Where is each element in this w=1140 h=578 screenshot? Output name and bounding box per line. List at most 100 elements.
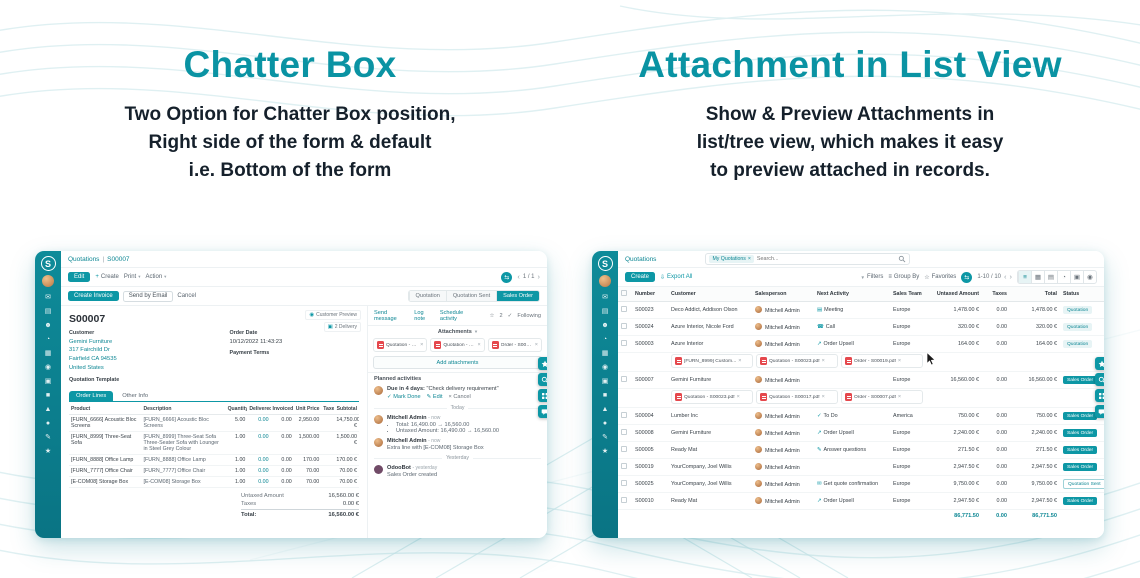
- status-pill[interactable]: Quotation: [408, 291, 446, 301]
- customer-preview-button[interactable]: ◉ Customer Preview: [305, 310, 361, 320]
- export-all-button[interactable]: ⇩ Export All: [660, 274, 693, 281]
- breadcrumb[interactable]: Quotations: [625, 255, 657, 263]
- sidebar-app-icon[interactable]: ✉: [45, 294, 51, 301]
- next-activity-cell[interactable]: ✉Get quote confirmation: [814, 475, 890, 493]
- search-facet[interactable]: My Quotations ×: [709, 255, 754, 263]
- customer-name-link[interactable]: Gemini Furniture: [69, 338, 113, 345]
- notebook-tab[interactable]: Other Info: [122, 393, 149, 400]
- row-checkbox[interactable]: [621, 463, 627, 469]
- col-untaxed[interactable]: Untaxed Amount: [932, 287, 982, 302]
- attachment-chip[interactable]: Order - S00007.pdf ×: [841, 390, 923, 404]
- pager-prev-icon[interactable]: ‹: [517, 272, 520, 282]
- search-bar[interactable]: My Quotations ×: [705, 253, 911, 265]
- order-line-row[interactable]: [FURN_8888] Office Lamp [FURN_8888] Offi…: [69, 454, 359, 467]
- group-by-menu[interactable]: ≡ Group By: [888, 274, 920, 280]
- order-line-row[interactable]: [FURN_8999] Three-Seat Sofa [FURN_8999] …: [69, 431, 359, 456]
- attachments-header[interactable]: Attachments ▾: [437, 329, 478, 335]
- quotation-row[interactable]: S00010 Ready Mat Mitchell Admin ↗Order U…: [618, 492, 1104, 510]
- next-activity-cell[interactable]: ↗Order Upsell: [814, 424, 890, 442]
- chatter-position-toggle-button[interactable]: ⇆: [501, 271, 513, 283]
- user-avatar[interactable]: [599, 275, 611, 287]
- col-unit-price[interactable]: Unit Price: [293, 404, 322, 416]
- next-activity-cell[interactable]: ↗Order Upsell: [814, 335, 890, 353]
- float-star-button[interactable]: [1095, 357, 1104, 370]
- delivery-smart-button[interactable]: ▣ 2 Delivery: [323, 322, 361, 332]
- favorites-menu[interactable]: ☆ Favorites: [924, 274, 957, 281]
- row-checkbox[interactable]: [621, 412, 627, 418]
- col-subtotal[interactable]: Subtotal: [334, 404, 359, 416]
- sidebar-app-icon[interactable]: ▣: [601, 378, 609, 385]
- order-date-value[interactable]: 10/12/2022 11:43:23: [229, 338, 283, 345]
- quotation-row[interactable]: S00003 Azure Interior Mitchell Admin ↗Or…: [618, 335, 1104, 353]
- attachment-chip[interactable]: Quotation - S00017.pdf ×: [430, 338, 485, 352]
- sidebar-app-icon[interactable]: ■: [45, 392, 51, 399]
- sidebar-app-icon[interactable]: ✎: [602, 434, 608, 441]
- send-by-email-button[interactable]: Send by Email: [122, 290, 174, 302]
- select-all-checkbox[interactable]: [621, 290, 627, 296]
- col-next-activity[interactable]: Next Activity: [814, 287, 890, 302]
- notebook-tab[interactable]: Order Lines: [69, 391, 114, 402]
- sidebar-app-icon[interactable]: ◉: [601, 364, 609, 371]
- sidebar-app-icon[interactable]: ●: [602, 420, 608, 427]
- followers-star-icon[interactable]: ☆: [489, 313, 495, 319]
- next-activity-cell[interactable]: [814, 371, 890, 389]
- action-menu[interactable]: Action ▾: [145, 274, 167, 280]
- row-checkbox[interactable]: [621, 480, 627, 486]
- sidebar-app-icon[interactable]: ◔: [602, 336, 608, 343]
- float-apps-button[interactable]: [1095, 389, 1104, 402]
- create-button[interactable]: Create: [625, 272, 656, 282]
- sidebar-app-icon[interactable]: ●: [45, 420, 51, 427]
- quotation-row[interactable]: S00025 YourCompany, Joel Willis Mitchell…: [618, 475, 1104, 493]
- col-total[interactable]: Total: [1010, 287, 1060, 302]
- attachment-chip[interactable]: Quotation - S00017.pdf ×: [756, 390, 838, 404]
- order-line-row[interactable]: [FURN_7777] Office Chair [FURN_7777] Off…: [69, 465, 359, 478]
- remove-attachment-icon[interactable]: ×: [821, 394, 825, 400]
- brand-logo[interactable]: S: [40, 256, 56, 271]
- quotation-row[interactable]: S00004 Lumber Inc Mitchell Admin ✓To Do …: [618, 407, 1104, 425]
- chatter-position-toggle-button[interactable]: ⇆: [961, 271, 973, 283]
- remove-attachment-icon[interactable]: ×: [420, 342, 424, 348]
- view-switch-button[interactable]: ▣: [1070, 271, 1083, 283]
- row-checkbox[interactable]: [621, 446, 627, 452]
- edit-activity-button[interactable]: ✎ Edit: [426, 394, 443, 400]
- order-line-row[interactable]: [E-COM08] Storage Box [E-COM08] Storage …: [69, 476, 359, 489]
- message-author[interactable]: Mitchell Admin: [387, 438, 427, 444]
- breadcrumb[interactable]: Quotations: [68, 255, 100, 263]
- remove-facet-icon[interactable]: ×: [747, 256, 751, 262]
- cancel-activity-button[interactable]: × Cancel: [448, 394, 471, 400]
- sidebar-app-icon[interactable]: ★: [601, 448, 609, 455]
- add-attachments-button[interactable]: Add attachments: [373, 356, 542, 369]
- sidebar-app-icon[interactable]: ▲: [601, 406, 609, 413]
- next-activity-cell[interactable]: ↗Order Upsell: [814, 492, 890, 510]
- next-activity-cell[interactable]: ✎Answer questions: [814, 441, 890, 459]
- filters-menu[interactable]: ▼ Filters: [860, 274, 884, 280]
- col-salesperson[interactable]: Salesperson: [752, 287, 814, 302]
- attachment-chip[interactable]: [FURN_8999] Custom... ×: [671, 354, 753, 368]
- sidebar-app-icon[interactable]: ◔: [45, 336, 51, 343]
- activity-summary[interactable]: "Check delivery requirement": [426, 386, 499, 392]
- col-sales-team[interactable]: Sales Team: [890, 287, 932, 302]
- sidebar-app-icon[interactable]: ▦: [44, 350, 52, 357]
- quotation-row[interactable]: S00008 Gemini Furniture Mitchell Admin ↗…: [618, 424, 1104, 442]
- status-pill[interactable]: Sales Order: [496, 291, 539, 301]
- quotation-row[interactable]: S00007 Gemini Furniture Mitchell Admin E…: [618, 371, 1104, 389]
- remove-attachment-icon[interactable]: ×: [738, 358, 742, 364]
- next-activity-cell[interactable]: ☎Call: [814, 318, 890, 336]
- col-number[interactable]: Number: [632, 287, 668, 302]
- cancel-button[interactable]: Cancel: [177, 293, 197, 299]
- next-activity-cell[interactable]: ▤Meeting: [814, 301, 890, 319]
- pager-next-icon[interactable]: ›: [537, 272, 541, 282]
- attachment-chip[interactable]: Order - S00019.pdf ×: [841, 354, 923, 368]
- pager-prev-icon[interactable]: ‹: [1004, 272, 1007, 282]
- view-switch-button[interactable]: ▤: [1044, 271, 1057, 283]
- float-chat-button[interactable]: [538, 405, 547, 418]
- row-checkbox[interactable]: [621, 497, 627, 503]
- edit-button[interactable]: Edit: [68, 272, 91, 282]
- col-description[interactable]: Description: [141, 404, 226, 416]
- sidebar-app-icon[interactable]: ▲: [44, 406, 52, 413]
- sidebar-app-icon[interactable]: ☻: [44, 322, 52, 329]
- quotation-row[interactable]: S00005 Ready Mat Mitchell Admin ✎Answer …: [618, 441, 1104, 459]
- pager-next-icon[interactable]: ›: [1009, 272, 1013, 282]
- sidebar-app-icon[interactable]: ▣: [44, 378, 52, 385]
- row-checkbox[interactable]: [621, 340, 627, 346]
